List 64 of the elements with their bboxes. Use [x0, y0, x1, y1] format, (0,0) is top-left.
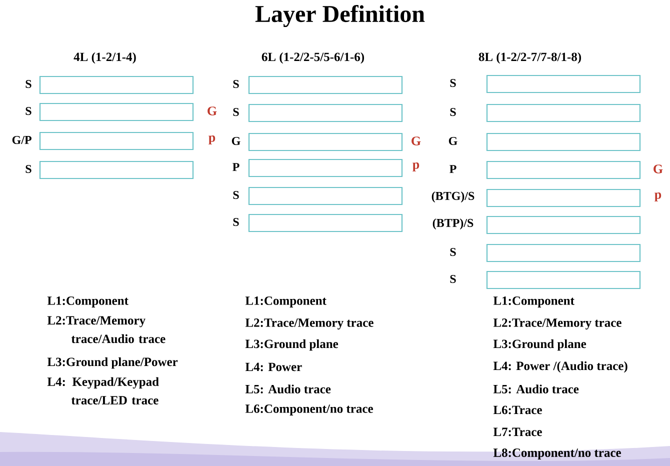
- layer-box: [39, 160, 194, 180]
- layer-label: (BTP)/S: [432, 218, 474, 230]
- layer-label: G: [232, 136, 240, 146]
- plane-label: p: [412, 162, 420, 172]
- layer-label: S: [26, 164, 32, 174]
- layer-description: L7:Trace: [493, 428, 542, 436]
- layer-label: S: [233, 218, 239, 226]
- layer-description: L3:Ground plane: [245, 339, 338, 351]
- layer-description: L6:Trace: [493, 406, 542, 414]
- layer-description: L4: Power /(Audio trace): [493, 361, 628, 373]
- layer-description: L1:Component: [245, 296, 326, 308]
- layer-label: S: [233, 108, 239, 116]
- layer-description: L4: Keypad/Keypad trace/LED trace: [47, 377, 159, 404]
- layer-description: L1:Component: [47, 296, 128, 308]
- layer-box: [486, 270, 641, 290]
- layer-box: [39, 132, 194, 150]
- layer-label: S: [233, 80, 239, 88]
- layer-box: [39, 102, 194, 122]
- title: Layer Definition: [255, 4, 425, 28]
- layer-description: L3:Ground plane: [493, 339, 586, 351]
- column-heading: 6L (1-2/2-5/5-6/1-6): [262, 52, 364, 64]
- layer-box: [486, 74, 641, 94]
- layer-label: S: [450, 248, 456, 256]
- layer-box: [486, 216, 641, 234]
- layer-label: P: [450, 165, 456, 173]
- layer-description: L5: Audio trace: [245, 384, 331, 394]
- layer-box: [486, 244, 641, 262]
- layer-label: (BTG)/S: [432, 192, 474, 202]
- layer-description: L2:Trace/Memory trace: [493, 318, 622, 330]
- layer-description: L5: Audio trace: [493, 384, 579, 394]
- layer-box: [39, 76, 194, 94]
- layer-box: [486, 132, 641, 152]
- layer-box: [486, 188, 641, 208]
- layer-box: [486, 104, 641, 122]
- plane-label: G: [654, 164, 663, 174]
- layer-box: [248, 158, 403, 178]
- layer-description: L3:Ground plane/Power: [47, 357, 178, 369]
- layer-description: L2:Trace/Memory trace/Audio trace: [47, 316, 166, 344]
- layer-description: L2:Trace/Memory trace: [245, 318, 374, 330]
- layer-label: S: [26, 106, 32, 116]
- layer-description: L1:Component: [493, 296, 574, 308]
- layer-label: P: [232, 163, 240, 171]
- layer-label: S: [450, 108, 456, 116]
- layer-box: [248, 214, 403, 232]
- layer-description: L4: Power: [245, 362, 302, 372]
- plane-label: p: [654, 192, 662, 202]
- layer-label: S: [450, 274, 456, 284]
- column-heading: 4L (1-2/1-4): [74, 52, 136, 64]
- plane-label: G: [412, 136, 421, 146]
- layer-label: S: [233, 190, 239, 200]
- plane-label: G: [208, 106, 217, 116]
- layer-box: [486, 160, 641, 180]
- layer-box: [248, 76, 403, 94]
- column-heading: 8L (1-2/2-7/7-8/1-8): [478, 52, 581, 64]
- plane-label: p: [208, 136, 216, 144]
- layer-label: S: [26, 80, 32, 88]
- layer-box: [248, 132, 403, 152]
- layer-box: [248, 104, 403, 122]
- layer-label: G/P: [12, 136, 32, 144]
- layer-label: S: [450, 78, 456, 88]
- layer-box: [248, 186, 403, 206]
- layer-label: G: [448, 136, 458, 146]
- layer-description: L8:Component/no trace: [493, 448, 621, 460]
- layer-description: L6:Component/no trace: [245, 404, 373, 416]
